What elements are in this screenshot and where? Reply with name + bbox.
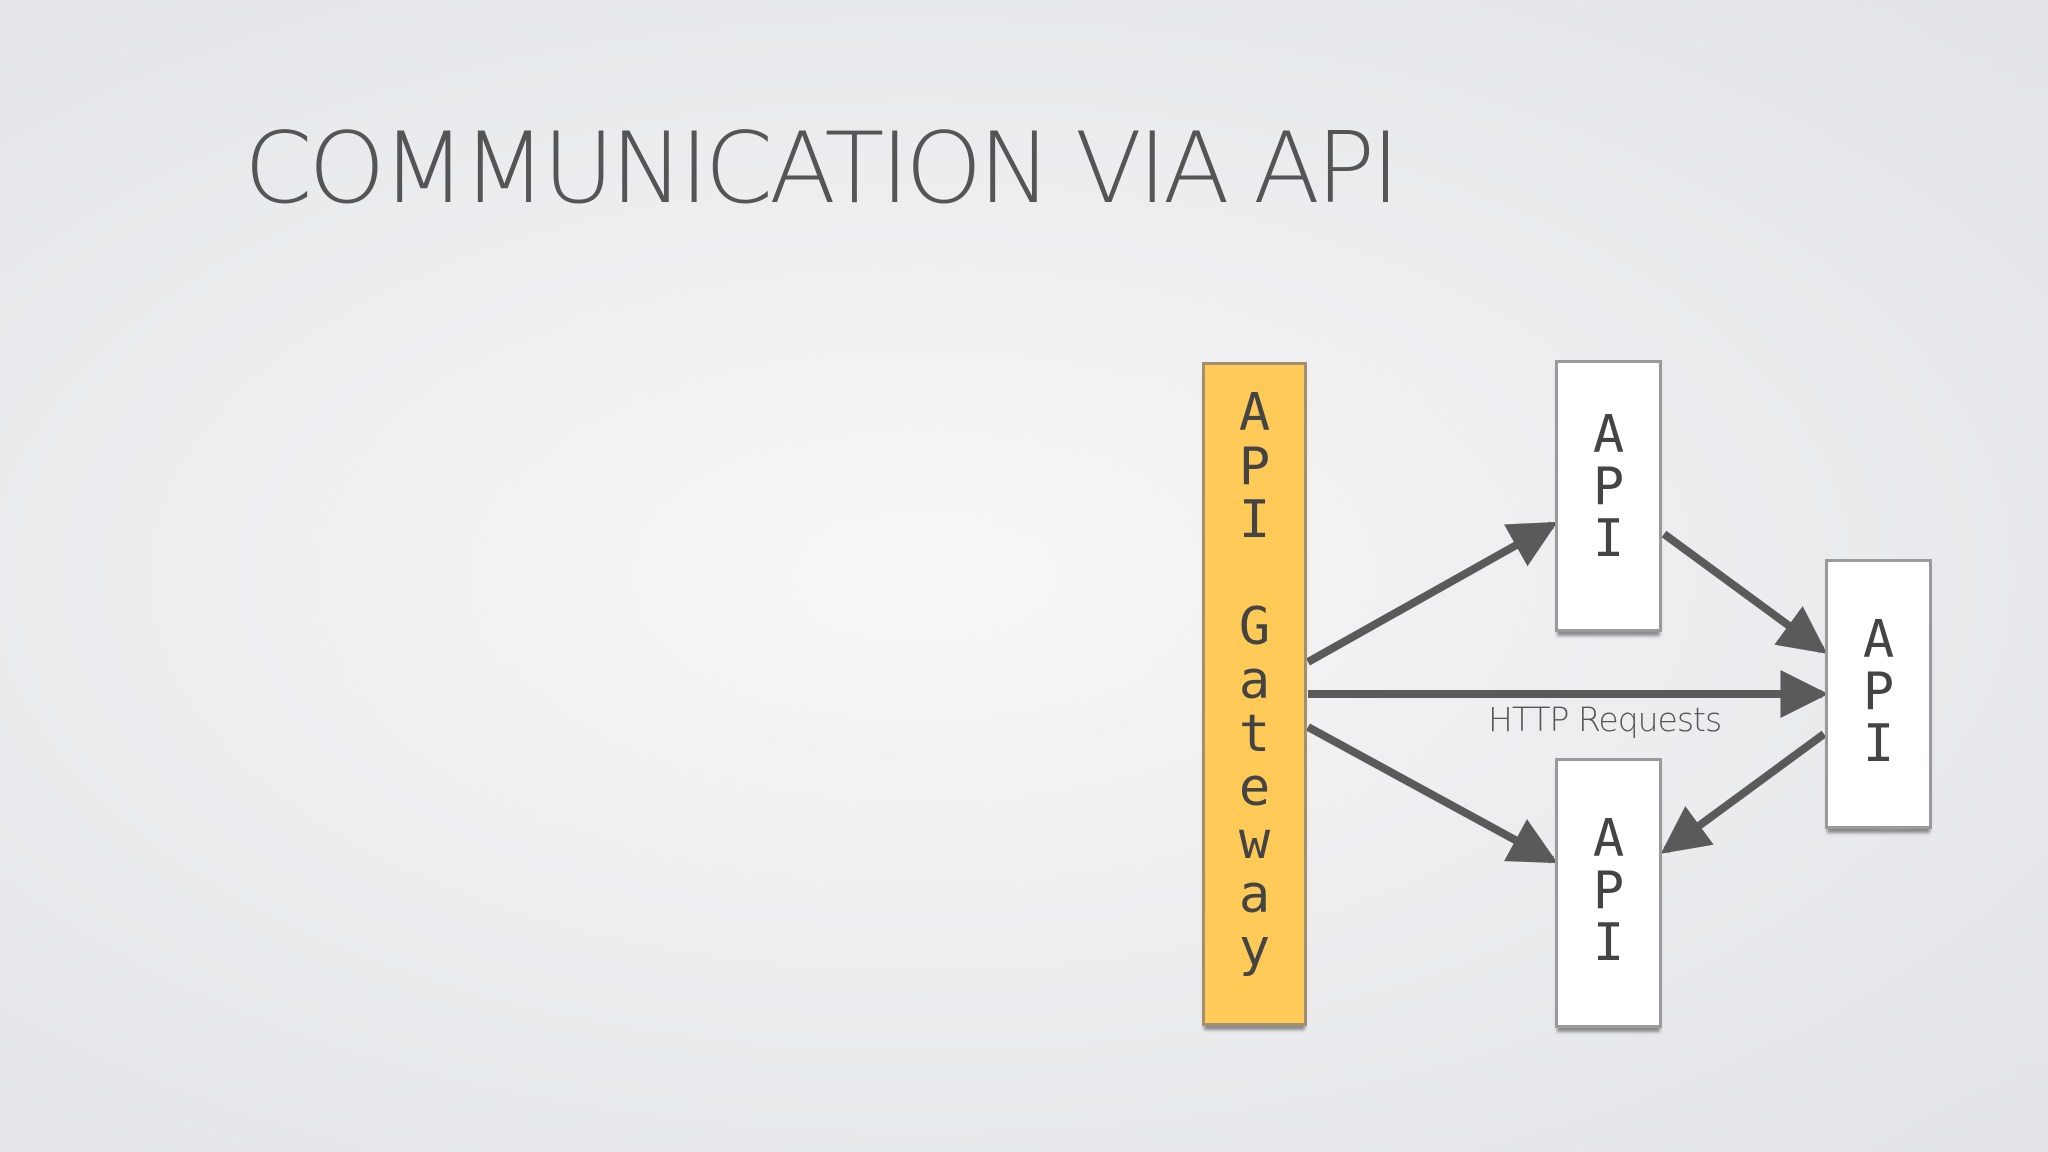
edge-label-http-requests: HTTP Requests [1488,700,1722,739]
arrow-gateway-to-api-bottom [1306,723,1558,864]
arrow-api-right-to-api-bottom [1660,730,1827,854]
api-service-label: A P I [1862,610,1895,774]
slide-title: COMMUNICATION VIA API [243,112,1400,226]
api-service-label: A P I [1592,405,1625,569]
arrow-api-top-to-api-right [1661,530,1828,654]
api-gateway-label: A P I G a t e w a y [1238,383,1271,978]
api-service-box-right: A P I [1825,559,1932,829]
api-service-box-top: A P I [1555,360,1662,632]
api-service-label: A P I [1592,809,1625,973]
api-gateway-box: A P I G a t e w a y [1202,362,1307,1026]
api-service-box-bottom: A P I [1555,758,1662,1028]
arrow-gateway-to-api-top [1306,521,1558,666]
